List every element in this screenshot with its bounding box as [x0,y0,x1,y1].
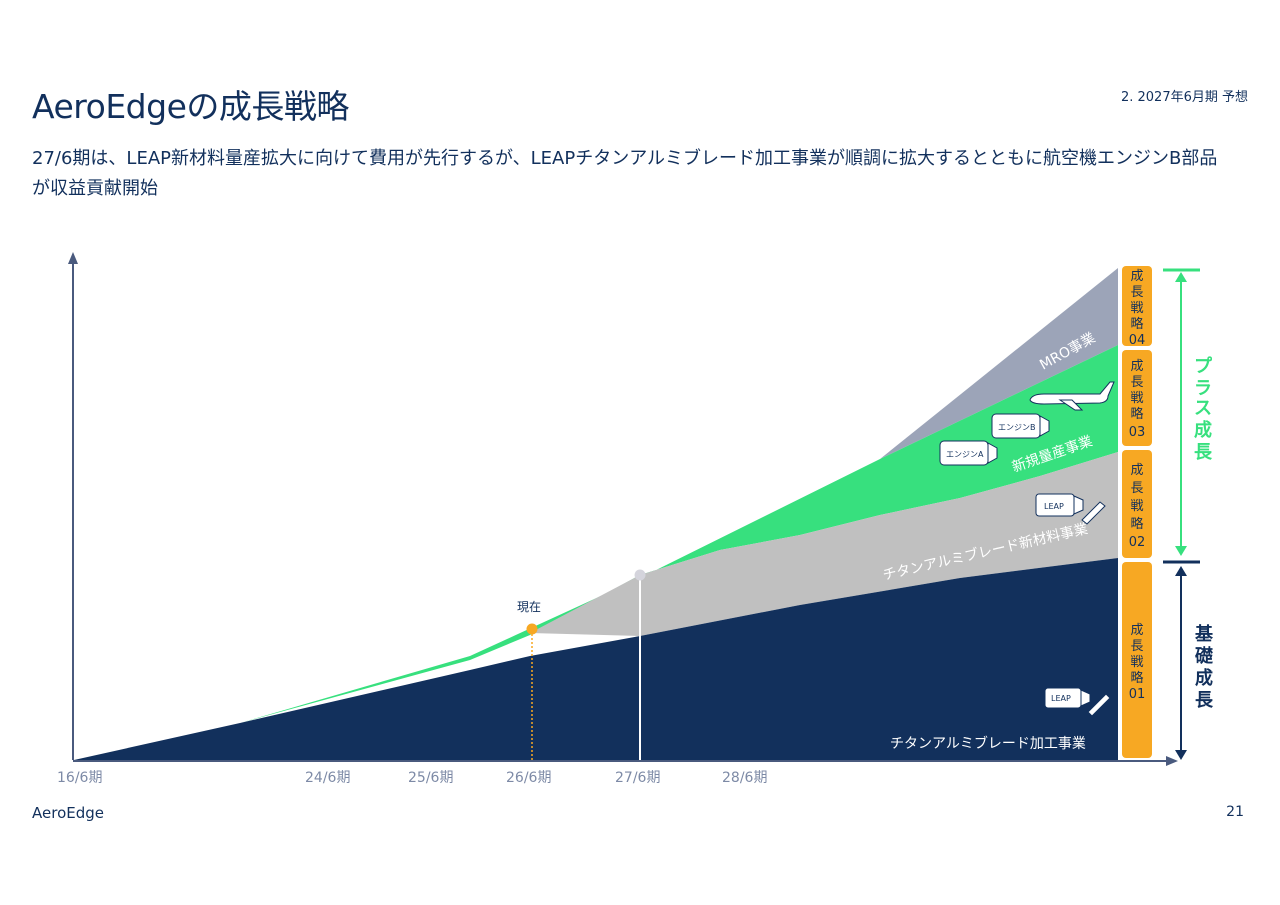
svg-text:戦: 戦 [1130,391,1143,406]
svg-text:成: 成 [1130,623,1143,638]
svg-text:基: 基 [1194,623,1214,645]
svg-text:略: 略 [1130,406,1143,422]
svg-text:02: 02 [1129,535,1146,550]
strategy-01-box [1122,562,1152,758]
x-label-26: 26/6期 [506,770,551,786]
svg-text:04: 04 [1129,333,1146,348]
base-growth-label: 基 礎 成 長 [1194,623,1214,711]
leap-engine-icon-new-material: LEAP [1035,493,1084,517]
blade-icon [1087,693,1111,717]
leap-engine-icon-new-material-label: LEAP [1044,502,1064,511]
svg-text:03: 03 [1129,425,1146,440]
current-marker-dot [526,623,538,635]
strategy-02-text: 成 長 戦 略 02 [1129,463,1146,550]
svg-text:戦: 戦 [1130,655,1143,670]
page-subtitle: 27/6期は、LEAP新材料量産拡大に向けて費用が先行するが、LEAPチタンアル… [32,148,1218,199]
svg-text:01: 01 [1129,687,1146,702]
engine-b-icon-label: エンジンB [998,423,1036,432]
svg-text:ラ: ラ [1194,378,1212,399]
engine-a-icon: エンジンA [939,440,998,466]
strategy-04-box [1122,266,1152,346]
base-business-area [74,558,1118,760]
svg-text:長: 長 [1130,639,1143,654]
blade-icon-new-material [1081,501,1106,525]
page-number: 21 [1226,804,1244,820]
svg-text:成: 成 [1195,667,1213,689]
airplane-icon [1029,381,1115,411]
page-title: AeroEdgeの成長戦略 [32,87,349,126]
mro-area [880,268,1118,459]
x-axis-arrow [1166,756,1178,766]
strategy-03-box [1122,350,1152,446]
svg-text:長: 長 [1130,285,1143,300]
engine-a-icon-label: エンジンA [946,450,984,459]
svg-text:長: 長 [1195,690,1214,711]
x-label-27: 27/6期 [615,770,660,786]
y-axis-arrow [68,252,78,264]
strategy-03-text: 成 長 戦 略 03 [1129,359,1146,440]
x-label-25: 25/6期 [408,770,453,786]
plus-growth-bracket [1163,268,1200,556]
svg-text:戦: 戦 [1130,499,1143,514]
leap-engine-icon: LEAP [1044,687,1091,709]
footer-company: AeroEdge [32,804,104,822]
svg-text:長: 長 [1130,375,1143,390]
svg-text:ス: ス [1194,398,1212,419]
x-label-28: 28/6期 [722,770,767,786]
new-material-area [530,452,1118,636]
strategy-01-text: 成 長 戦 略 01 [1129,623,1146,702]
svg-text:略: 略 [1130,516,1143,532]
svg-text:成: 成 [1130,359,1143,374]
svg-text:成: 成 [1130,463,1143,478]
leap-engine-icon-label: LEAP [1051,694,1071,703]
x-label-16: 16/6期 [57,770,102,786]
engine-b-icon: エンジンB [991,413,1050,439]
svg-text:略: 略 [1130,316,1143,332]
section-label: 2. 2027年6月期 予想 [1120,90,1248,105]
strategy-02-box [1122,450,1152,558]
svg-text:戦: 戦 [1130,301,1143,316]
base-business-label: チタンアルミブレード加工事業 [890,735,1086,752]
x-label-24: 24/6期 [305,770,350,786]
svg-text:成: 成 [1194,419,1212,441]
svg-text:プ: プ [1194,355,1213,377]
fy27-marker-dot [634,569,646,581]
svg-text:成: 成 [1130,269,1143,284]
base-growth-bracket [1163,560,1200,760]
current-marker-label: 現在 [517,600,541,614]
svg-text:略: 略 [1130,670,1143,686]
svg-text:礎: 礎 [1194,645,1213,667]
svg-text:長: 長 [1194,442,1213,463]
strategy-column [1122,266,1152,758]
strategy-04-text: 成 長 戦 略 04 [1129,269,1146,348]
plus-growth-label: プ ラ ス 成 長 [1194,355,1213,463]
svg-text:長: 長 [1130,481,1143,496]
